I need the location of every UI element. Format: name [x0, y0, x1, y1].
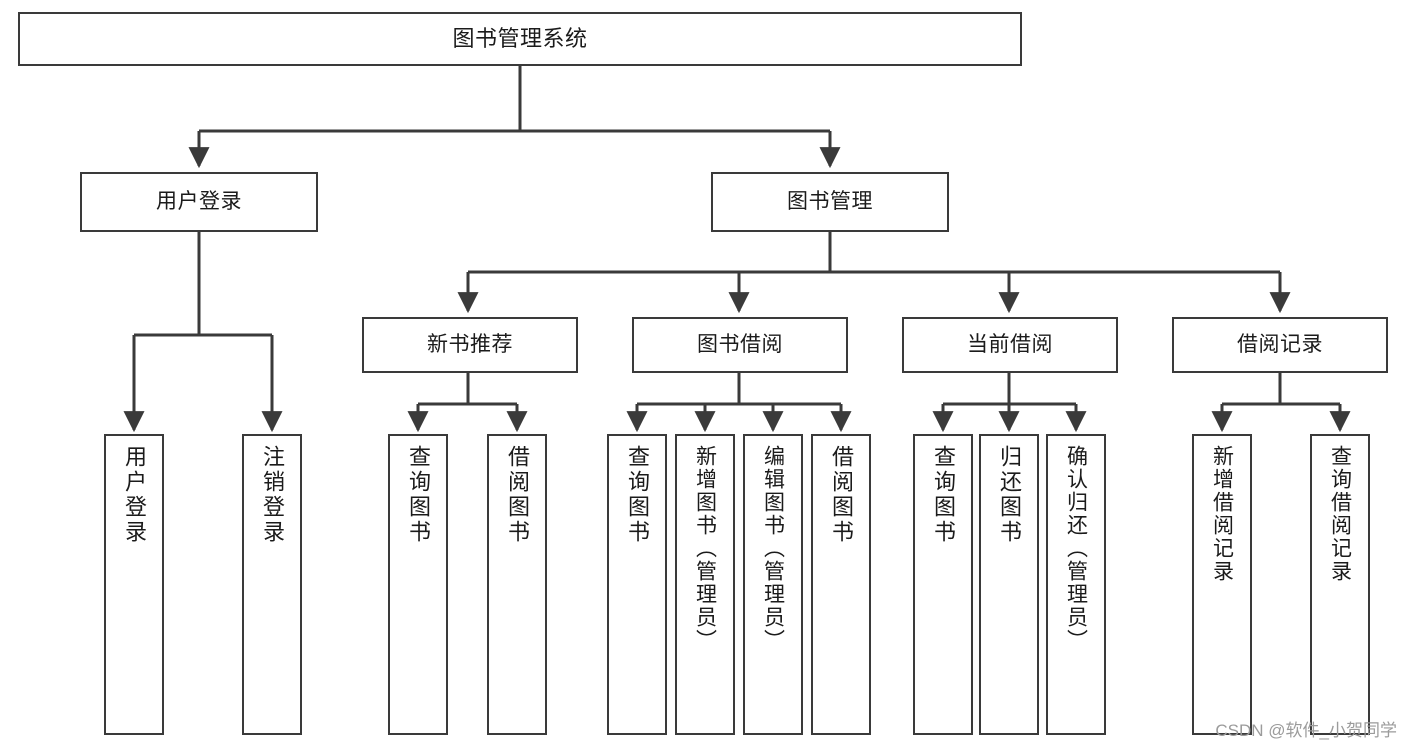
- node-borrow-records[interactable]: 借阅记录: [1172, 317, 1388, 373]
- leaf-borrow-query-book[interactable]: 查询图书: [607, 434, 667, 735]
- leaf-current-return-book[interactable]: 归还图书: [979, 434, 1039, 735]
- leaf-current-confirm-return-admin[interactable]: 确认归还（管理员）: [1046, 434, 1106, 735]
- node-book-management-label: 图书管理: [787, 189, 873, 213]
- leaf-newbook-borrow-book[interactable]: 借阅图书: [487, 434, 547, 735]
- node-book-management[interactable]: 图书管理: [711, 172, 949, 232]
- leaf-borrow-borrow-book-label: 借阅图书: [829, 445, 854, 545]
- leaf-current-confirm-return-admin-label: 确认归还（管理员）: [1064, 445, 1088, 652]
- leaf-borrow-query-book-label: 查询图书: [625, 445, 650, 545]
- leaf-newbook-query-book[interactable]: 查询图书: [388, 434, 448, 735]
- node-user-login-label: 用户登录: [156, 189, 242, 213]
- node-root-label: 图书管理系统: [452, 26, 588, 52]
- node-book-borrow-label: 图书借阅: [697, 332, 783, 356]
- leaf-borrow-add-book-admin[interactable]: 新增图书（管理员）: [675, 434, 735, 735]
- leaf-user-login-label: 用户登录: [122, 445, 147, 545]
- node-user-login[interactable]: 用户登录: [80, 172, 318, 232]
- leaf-logout[interactable]: 注销登录: [242, 434, 302, 735]
- leaf-records-add-record[interactable]: 新增借阅记录: [1192, 434, 1252, 735]
- leaf-newbook-borrow-book-label: 借阅图书: [505, 445, 530, 545]
- leaf-current-return-book-label: 归还图书: [997, 445, 1022, 545]
- leaf-borrow-borrow-book[interactable]: 借阅图书: [811, 434, 871, 735]
- leaf-current-query-book[interactable]: 查询图书: [913, 434, 973, 735]
- node-new-book-recommend-label: 新书推荐: [427, 332, 513, 356]
- node-current-borrow-label: 当前借阅: [967, 332, 1053, 356]
- leaf-logout-label: 注销登录: [260, 445, 285, 545]
- node-root[interactable]: 图书管理系统: [18, 12, 1022, 66]
- leaf-user-login[interactable]: 用户登录: [104, 434, 164, 735]
- leaf-records-query-record-label: 查询借阅记录: [1328, 445, 1352, 583]
- leaf-borrow-add-book-admin-label: 新增图书（管理员）: [693, 445, 717, 652]
- leaf-borrow-edit-book-admin-label: 编辑图书（管理员）: [761, 445, 785, 652]
- leaf-current-query-book-label: 查询图书: [931, 445, 956, 545]
- node-book-borrow[interactable]: 图书借阅: [632, 317, 848, 373]
- leaf-borrow-edit-book-admin[interactable]: 编辑图书（管理员）: [743, 434, 803, 735]
- leaf-records-add-record-label: 新增借阅记录: [1210, 445, 1234, 583]
- node-borrow-records-label: 借阅记录: [1237, 332, 1323, 356]
- node-new-book-recommend[interactable]: 新书推荐: [362, 317, 578, 373]
- leaf-records-query-record[interactable]: 查询借阅记录: [1310, 434, 1370, 735]
- leaf-newbook-query-book-label: 查询图书: [406, 445, 431, 545]
- node-current-borrow[interactable]: 当前借阅: [902, 317, 1118, 373]
